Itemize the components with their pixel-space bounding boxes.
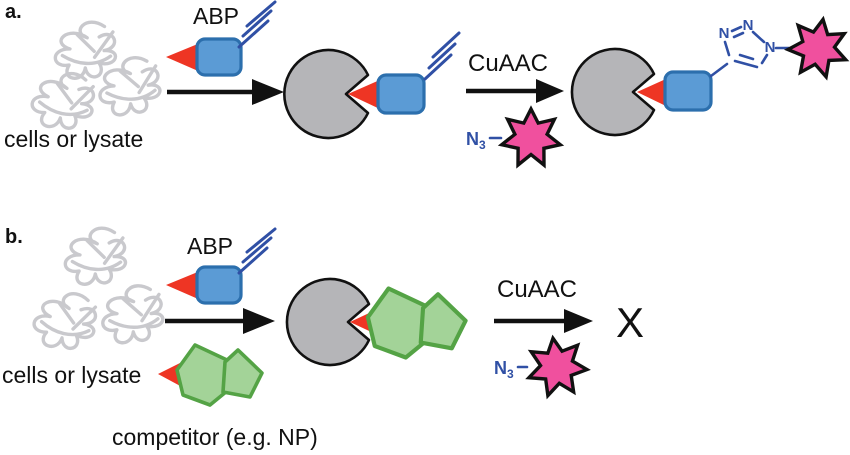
panel-a-label: a. [5, 1, 22, 23]
reactive-warhead-triangle [166, 41, 205, 74]
protein-squiggle [51, 18, 119, 82]
panel-a-azide-reagent: N3 [466, 107, 562, 167]
panel-a-proteome-squiggles [28, 18, 165, 132]
panel-b-protein-competitor-complex [285, 277, 466, 367]
reactive-warhead-triangle [166, 269, 205, 302]
protein-squiggle [28, 68, 97, 132]
alkyne-tag-icon [237, 227, 277, 275]
panel-a-arrow-2 [466, 79, 564, 103]
natural-product-scaffold [368, 289, 466, 358]
protein-pacman-circle [285, 277, 371, 367]
alkyne-tag-icon [423, 31, 461, 81]
reporter-star [522, 332, 592, 400]
panel-b-proteome-squiggles [30, 224, 167, 353]
panel-b-arrow-1 [165, 308, 275, 334]
arrow-head [252, 79, 284, 105]
panel-a-protein-probe-complex [283, 31, 461, 140]
azide-label: N3 [466, 129, 486, 152]
protein-pacman-circle [570, 47, 656, 137]
arrow-head [564, 309, 593, 333]
panel-a-reaction-label: CuAAC [468, 50, 548, 77]
panel-a: a. cells or lysate ABP [4, 0, 850, 167]
panel-b: b. cells or lysate ABP competitor (e.g. … [2, 224, 644, 450]
panel-a-abp-probe [166, 0, 277, 77]
panel-a-source-label: cells or lysate [4, 126, 143, 152]
panel-a-labeled-product: N N N [570, 12, 850, 137]
protein-squiggle [30, 288, 100, 353]
reactive-warhead-triangle [348, 79, 382, 110]
panel-b-azide-reagent: N3 [494, 332, 592, 400]
panel-a-arrow-1 [167, 79, 284, 105]
natural-product-scaffold [175, 343, 264, 407]
panel-a-probe-title: ABP [193, 3, 239, 29]
panel-b-probe-title: ABP [187, 233, 233, 259]
protein-pacman-circle [283, 48, 370, 140]
probe-scaffold-square [195, 265, 243, 305]
triazole-n-top: N [743, 17, 754, 34]
panel-b-source-label: cells or lysate [2, 362, 141, 388]
arrow-head [536, 79, 564, 103]
panel-b-arrow-2 [494, 309, 593, 333]
arrow-head [243, 308, 275, 334]
reactive-warhead-triangle [637, 78, 668, 107]
probe-scaffold-square [376, 73, 426, 115]
alkyne-tag-icon [237, 0, 277, 49]
triazole-n-left: N [719, 25, 730, 42]
reporter-star [500, 107, 562, 167]
probe-scaffold-square [663, 70, 713, 112]
triazole-n-right: N [765, 39, 776, 56]
panel-b-competitor-label: competitor (e.g. NP) [112, 424, 318, 450]
panel-b-label: b. [5, 226, 23, 248]
panel-b-abp-probe [166, 227, 277, 305]
triazole-ring: N N N [709, 17, 791, 78]
probe-scaffold-square [195, 37, 243, 77]
reporter-star [782, 12, 850, 82]
panel-b-competitor [158, 343, 264, 407]
protein-squiggle [97, 281, 167, 347]
azide-label: N3 [494, 358, 514, 381]
protein-squiggle [61, 224, 129, 288]
panel-b-reaction-label: CuAAC [497, 276, 577, 303]
panel-b-no-reaction-x: X [616, 299, 644, 346]
